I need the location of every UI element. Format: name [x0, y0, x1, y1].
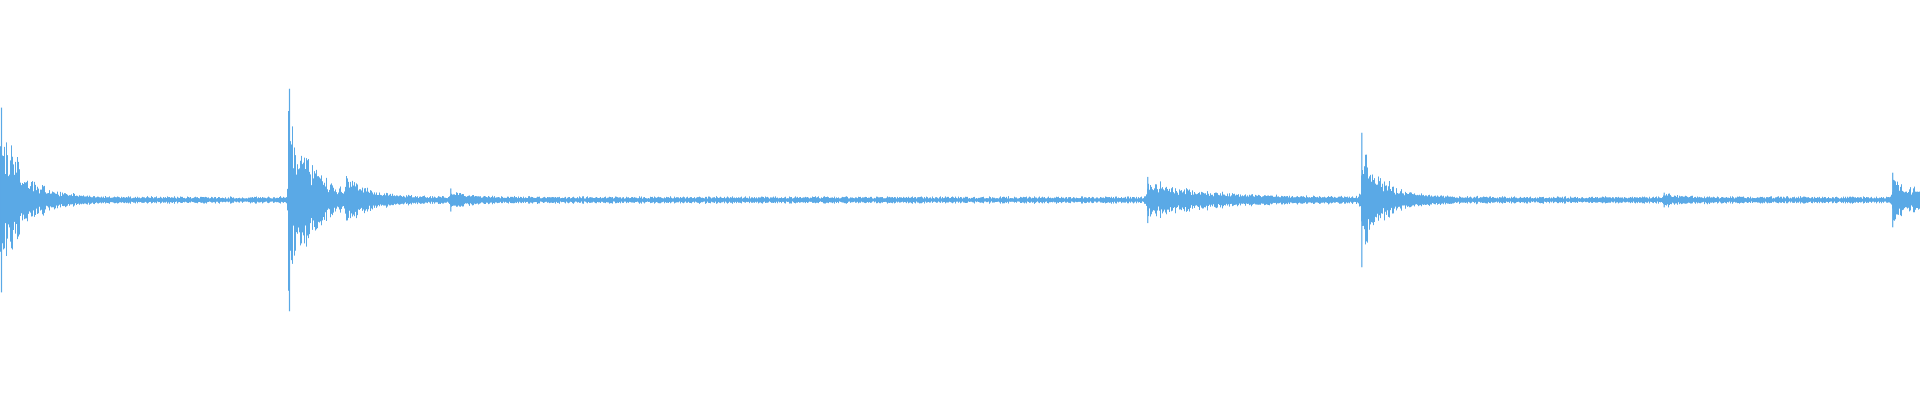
waveform-series	[0, 88, 1920, 312]
